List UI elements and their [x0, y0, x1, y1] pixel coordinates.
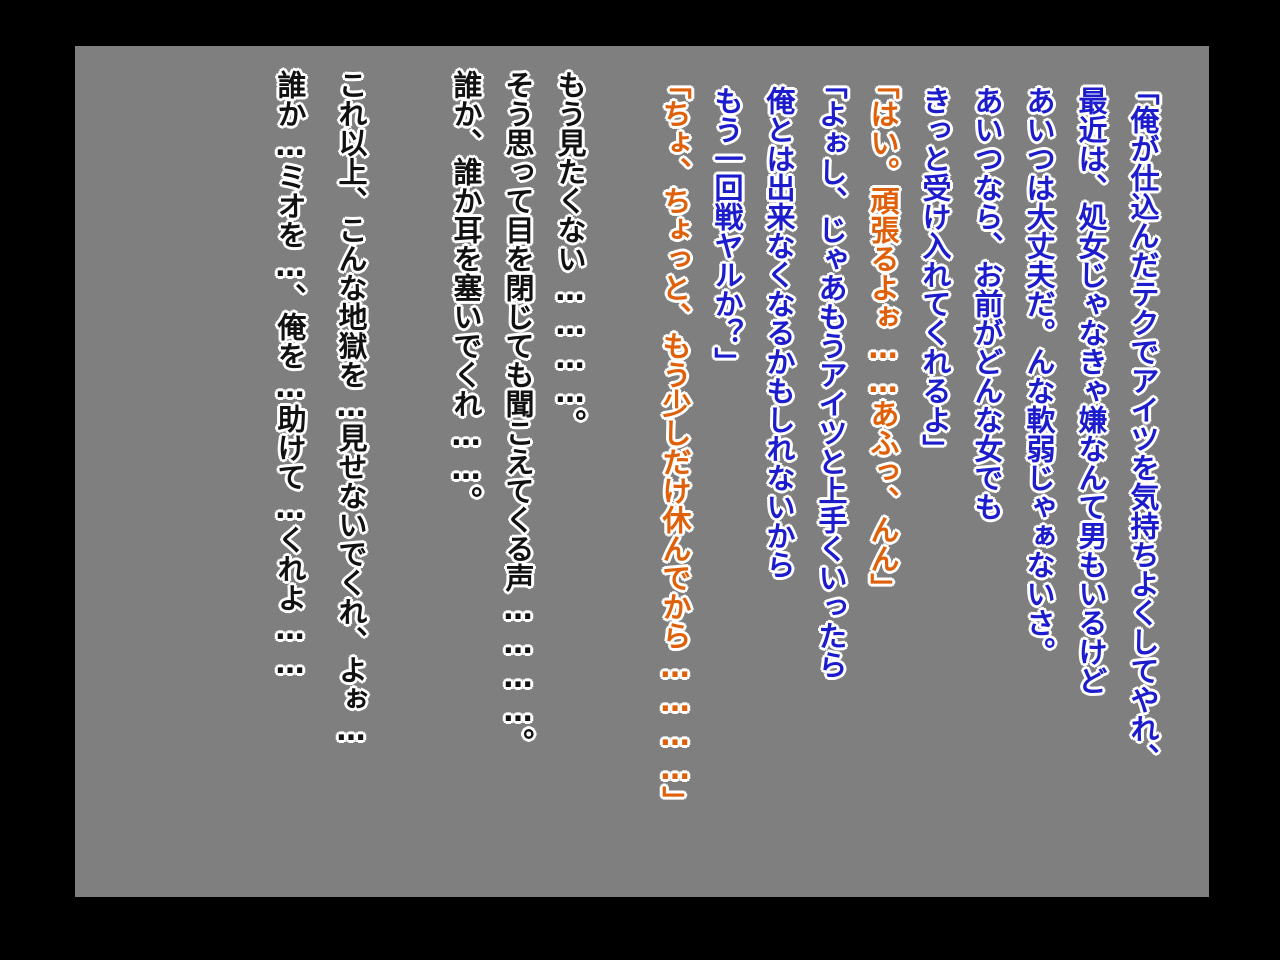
narration-line: そう思って目を閉じても聞こえてくる声…………。 [501, 70, 535, 757]
dialogue-line: 「俺が仕込んだテクでアイツを気持ちよくしてやれ、 [1126, 76, 1160, 772]
narration-line: 誰か、誰か耳を塞いでくれ……。 [449, 70, 483, 515]
dialogue-line: 俺とは出来なくなるかもしれないから [762, 86, 796, 579]
dialogue-line: 「はい。頑張るよぉ……あふっ、んん」 [866, 70, 900, 602]
dialogue-line: あいつなら、お前がどんな女でも [970, 86, 1004, 521]
narration-line: これ以上、こんな地獄を…見せないでくれ、よぉ… [334, 70, 368, 747]
dialogue-line: もう一回戦ヤルか？」 [710, 86, 744, 376]
narration-line: 誰か…ミオを…、俺を…助けて…くれよ…… [273, 70, 307, 680]
dialogue-line: 「よぉし、じゃあもうアイツと上手くいったら [814, 70, 848, 679]
dialogue-line: 「ちょ、ちょっと、もう少しだけ休んでから…………」 [658, 70, 692, 815]
dialogue-line: あいつは大丈夫だ。んな軟弱じゃぁないさ。 [1022, 86, 1056, 666]
dialogue-line: 最近は、処女じゃなきゃ嫌なんて男もいるけど [1074, 86, 1108, 695]
dialogue-line: きっと受け入れてくれるよ」 [918, 86, 952, 463]
message-window[interactable]: 「俺が仕込んだテクでアイツを気持ちよくしてやれ、 最近は、処女じゃなきゃ嫌なんて… [75, 46, 1209, 897]
narration-line: もう見たくない…………。 [553, 70, 587, 438]
